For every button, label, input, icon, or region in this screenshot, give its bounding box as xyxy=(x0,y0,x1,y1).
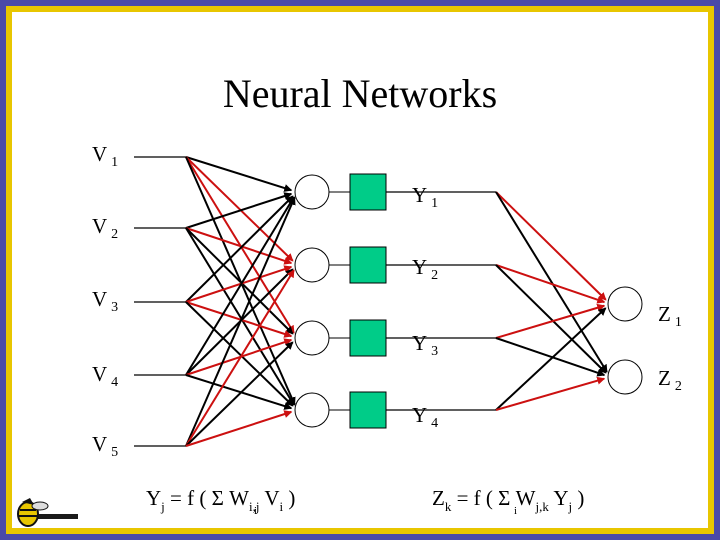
edge-v4-y4 xyxy=(185,374,293,410)
hidden-node-y4 xyxy=(294,392,330,428)
activation-box-y2 xyxy=(349,246,387,284)
hidden-formula: Yj = f ( Σ Wi,j Vi ) xyxy=(146,486,296,514)
edge-v3-y1 xyxy=(185,195,294,303)
edge-v4-y3 xyxy=(185,338,293,376)
edge-y1-z2 xyxy=(495,191,608,373)
slide-title: Neural Networks xyxy=(222,71,498,116)
hidden-node-y3 xyxy=(294,320,330,356)
edge-v2-y4 xyxy=(185,227,295,406)
edge-v1-y1 xyxy=(185,156,293,192)
edge-v5-y1 xyxy=(185,196,296,447)
edge-y4-z1 xyxy=(495,307,607,411)
output-sum-index: i xyxy=(514,505,518,517)
hidden-node-y1 xyxy=(294,174,330,210)
edge-y2-z2 xyxy=(495,264,607,374)
nodes-group xyxy=(294,173,643,429)
activation-box-y4 xyxy=(349,391,387,429)
edge-v5-y2 xyxy=(185,269,295,447)
hidden-sum-index: i xyxy=(254,505,258,517)
hornet-mascot-icon xyxy=(17,498,78,527)
edge-y1-z1 xyxy=(495,191,607,301)
activation-box-y3 xyxy=(349,319,387,357)
edge-y2-z1 xyxy=(495,264,606,304)
edge-y4-z2 xyxy=(495,376,606,411)
edge-v2-y1 xyxy=(185,192,293,229)
hidden-node-y2 xyxy=(294,247,330,283)
output-node-z1 xyxy=(607,286,643,322)
edge-v2-y3 xyxy=(185,227,294,335)
edges-group xyxy=(134,156,608,447)
edge-v2-y2 xyxy=(185,227,293,265)
edge-v3-y3 xyxy=(185,301,293,338)
edge-y3-z1 xyxy=(495,303,606,339)
edge-y3-z2 xyxy=(495,337,606,377)
activation-box-y1 xyxy=(349,173,387,211)
edge-v5-y4 xyxy=(185,410,293,447)
edge-v5-y3 xyxy=(185,341,294,447)
edge-v3-y4 xyxy=(185,301,294,407)
edge-v4-y1 xyxy=(185,196,295,376)
edge-v3-y2 xyxy=(185,265,293,303)
output-formula: Zk = f ( Σ Wj,k Yj ) xyxy=(432,486,585,514)
output-node-z2 xyxy=(607,359,643,395)
